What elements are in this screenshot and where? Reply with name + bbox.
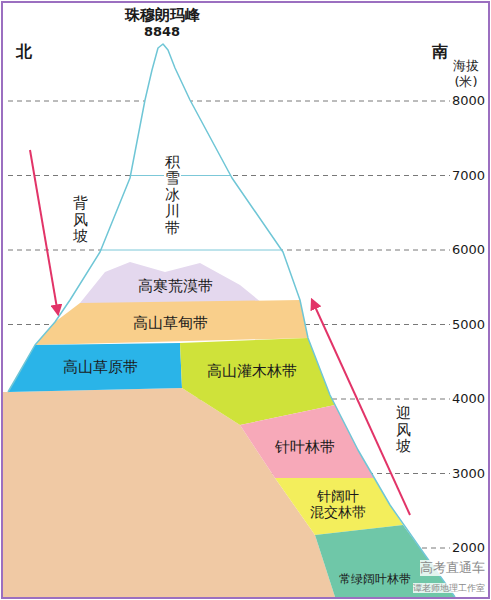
elevation-tick: 4000 [452,391,485,407]
band-label: 常绿阔叶林带 [338,573,412,587]
elevation-tick: 7000 [452,168,485,184]
band-fill [35,300,308,345]
slope-label: 背风坡 [73,195,88,245]
elevation-gridline [8,101,450,102]
band-label: 高山草原带 [62,359,139,376]
slope-label: 迎风坡 [396,405,411,455]
vegetation-band: 针阔叶 混交林带 [275,478,403,535]
elevation-tick: 8000 [452,93,485,109]
direction-label: 南 [432,42,448,61]
elevation-gridline [8,250,450,251]
vegetation-band: 高山草原带 [8,343,182,392]
watermark: 谭老师地理工作室 [413,583,485,594]
vegetation-band: 高寒荒漠带 [80,262,262,303]
ice-level-line [101,250,282,251]
band-label: 针叶林带 [274,439,336,456]
elevation-tick: 3000 [452,466,485,482]
direction-label: 北 [16,42,32,61]
peak-name: 珠穆朗玛峰 [125,6,200,24]
band-fill [8,343,182,392]
watermark: 高考直通车 [420,560,485,576]
band-label: 针阔叶 混交林带 [305,488,371,520]
band-label: 高山草甸带 [132,315,209,332]
band-fill [55,44,300,322]
band-fill [275,478,403,535]
elevation-tick: 6000 [452,242,485,258]
mountain-outline [8,44,455,597]
band-label: 高寒荒漠带 [137,278,214,295]
peak-elevation: 8848 [144,24,180,40]
leeward-arrow [30,150,58,314]
elevation-gridline [8,175,450,176]
vegetation-band: 高山草甸带 [35,300,308,345]
elevation-tick: 5000 [452,317,485,333]
elevation-tick: 2000 [452,540,485,556]
band-label: 积雪冰川带 [164,154,181,237]
axis-title: 海拔 (米) [449,58,483,89]
band-fill [80,262,262,303]
ice-level-line [131,175,231,176]
band-label: 高山灌木林带 [206,363,298,380]
windward-arrow [312,300,410,515]
